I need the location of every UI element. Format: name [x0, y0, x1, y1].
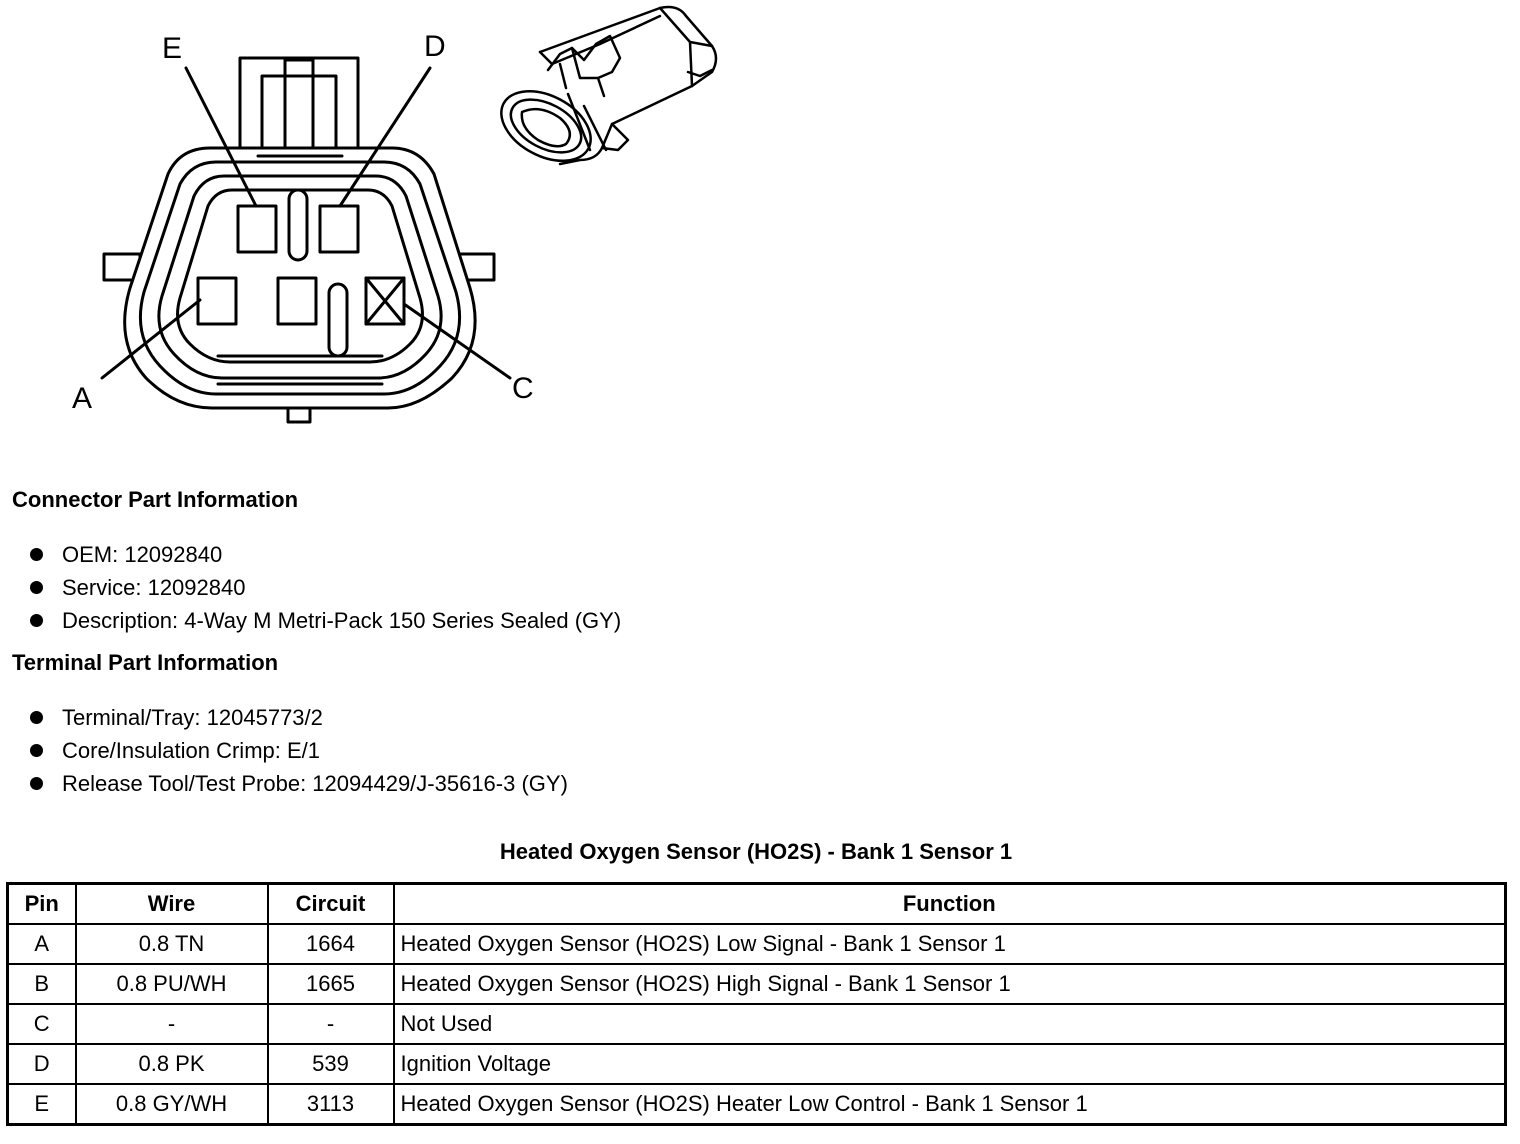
table-row: B 0.8 PU/WH 1665 Heated Oxygen Sensor (H… [6, 963, 1507, 1005]
cell-wire: 0.8 GY/WH [74, 1083, 269, 1126]
cell-wire: 0.8 TN [74, 923, 269, 965]
pin-label-e: E [162, 32, 182, 65]
connector-latch [238, 56, 360, 158]
list-item-text: Core/Insulation Crimp: E/1 [62, 738, 320, 763]
cell-function: Heated Oxygen Sensor (HO2S) High Signal … [392, 963, 1507, 1005]
connector-diagram: E D A C [72, 5, 718, 424]
table-row: C - - Not Used [6, 1003, 1507, 1045]
leader-d [338, 66, 432, 208]
pin-label-a: A [72, 382, 92, 415]
terminal-part-info-heading: Terminal Part Information [12, 650, 279, 675]
terminal-part-info-list: Terminal/Tray: 12045773/2 Core/Insulatio… [28, 701, 568, 800]
list-item-text: Service: 12092840 [62, 575, 246, 600]
cell-wire: - [74, 1003, 269, 1045]
cell-circuit: - [266, 1003, 395, 1045]
cell-pin: D [6, 1043, 77, 1085]
cell-circuit: 1664 [266, 923, 395, 965]
list-item-text: OEM: 12092840 [62, 542, 223, 567]
cell-circuit: 1665 [266, 963, 395, 1005]
pinout-table: Pin Wire Circuit Function A 0.8 TN 1664 … [6, 882, 1507, 1126]
list-item: Service: 12092840 [28, 571, 621, 604]
cell-pin: C [6, 1003, 77, 1045]
connector-part-info-list: OEM: 12092840 Service: 12092840 Descript… [28, 538, 621, 637]
leader-c [402, 302, 512, 380]
list-item-text: Terminal/Tray: 12045773/2 [62, 705, 323, 730]
cell-function: Heated Oxygen Sensor (HO2S) Heater Low C… [392, 1083, 1507, 1126]
pinout-table-title: Heated Oxygen Sensor (HO2S) - Bank 1 Sen… [499, 839, 1013, 864]
cell-pin: A [6, 923, 77, 965]
table-row: A 0.8 TN 1664 Heated Oxygen Sensor (HO2S… [6, 923, 1507, 965]
cell-circuit: 3113 [266, 1083, 395, 1126]
header-function: Function [392, 882, 1507, 925]
pin-label-c: C [512, 372, 534, 405]
cell-pin: B [6, 963, 77, 1005]
cavity-c-plugged [364, 276, 406, 326]
connector-part-info-heading: Connector Part Information [12, 487, 299, 512]
table-header-row: Pin Wire Circuit Function [6, 882, 1507, 925]
bullet-icon [30, 777, 43, 790]
key-slot-lower [327, 282, 349, 358]
bullet-icon [30, 614, 43, 627]
pin-label-d: D [424, 30, 446, 63]
list-item-text: Release Tool/Test Probe: 12094429/J-3561… [62, 771, 568, 796]
list-item: Core/Insulation Crimp: E/1 [28, 734, 568, 767]
list-item-text: Description: 4-Way M Metri-Pack 150 Seri… [62, 608, 622, 633]
bullet-icon [30, 581, 43, 594]
bullet-icon [30, 548, 43, 561]
cell-wire: 0.8 PU/WH [74, 963, 269, 1005]
list-item: OEM: 12092840 [28, 538, 621, 571]
leader-a [100, 298, 202, 380]
header-circuit: Circuit [266, 882, 395, 925]
cell-circuit: 539 [266, 1043, 395, 1085]
header-wire: Wire [74, 882, 269, 925]
header-pin: Pin [6, 882, 77, 925]
bullet-icon [30, 711, 43, 724]
list-item: Description: 4-Way M Metri-Pack 150 Seri… [28, 604, 621, 637]
cell-pin: E [6, 1083, 77, 1126]
bullet-icon [30, 744, 43, 757]
leader-e [184, 66, 258, 208]
connector-isometric-icon [500, 5, 718, 166]
cell-function: Not Used [392, 1003, 1507, 1045]
cavity-b [276, 276, 318, 326]
table-row: D 0.8 PK 539 Ignition Voltage [6, 1043, 1507, 1085]
table-row: E 0.8 GY/WH 3113 Heated Oxygen Sensor (H… [6, 1083, 1507, 1126]
cell-function: Ignition Voltage [392, 1043, 1507, 1085]
list-item: Release Tool/Test Probe: 12094429/J-3561… [28, 767, 568, 800]
cell-function: Heated Oxygen Sensor (HO2S) Low Signal -… [392, 923, 1507, 965]
key-slot-upper [287, 188, 309, 262]
list-item: Terminal/Tray: 12045773/2 [28, 701, 568, 734]
cell-wire: 0.8 PK [74, 1043, 269, 1085]
